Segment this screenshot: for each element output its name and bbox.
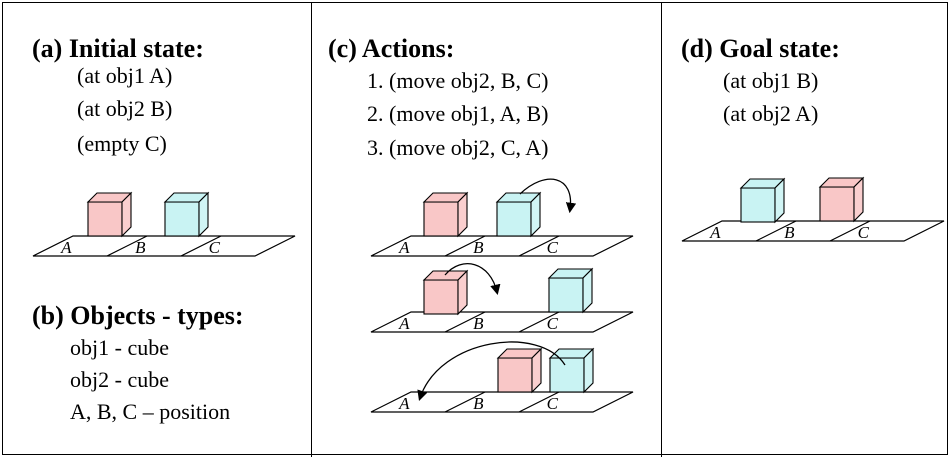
- panel-d-heading: (d) Goal state:: [681, 34, 840, 63]
- obj1-cube-step3: [496, 347, 543, 394]
- panel-b-line-1: obj1 - cube: [70, 335, 169, 360]
- position-label-c: C: [547, 394, 559, 413]
- position-label-b: B: [473, 238, 484, 257]
- obj2-cube-step3: [548, 347, 595, 394]
- position-label-a: A: [398, 238, 410, 257]
- position-label-b: B: [473, 314, 484, 333]
- panel-b-line-3: A, B, C – position: [70, 399, 231, 424]
- divider-1: [311, 2, 312, 457]
- panel-d-line-2: (at obj2 A): [723, 101, 819, 126]
- obj2-cube-goal: [739, 177, 786, 224]
- obj1-cube-step1: [422, 191, 469, 238]
- position-label-c: C: [547, 314, 559, 333]
- panel-c-line-2: 2. (move obj1, A, B): [367, 101, 549, 126]
- panel-c-line-3: 3. (move obj2, C, A): [367, 135, 549, 160]
- action2-track: A B C: [370, 311, 634, 333]
- action1-track: A B C: [370, 235, 634, 257]
- obj1-cube-goal: [818, 176, 865, 223]
- panel-c-heading: (c) Actions:: [328, 34, 455, 63]
- panel-a-line-2: (at obj2 B): [77, 96, 173, 121]
- move-arrow-step2: [444, 263, 501, 296]
- obj2-cube-step2: [547, 267, 594, 314]
- obj1-cube-step2: [422, 269, 469, 316]
- obj2-cube-initial: [163, 191, 210, 238]
- goal-state-track: A B C: [681, 220, 945, 242]
- initial-state-track: A B C: [32, 235, 296, 257]
- position-label-c: C: [547, 238, 559, 257]
- divider-2: [661, 2, 662, 457]
- panel-b-heading: (b) Objects - types:: [32, 301, 244, 330]
- panel-c-line-1: 1. (move obj2, B, C): [367, 68, 549, 93]
- panel-b-line-2: obj2 - cube: [70, 367, 169, 392]
- position-label-a: A: [398, 314, 410, 333]
- panel-a-heading: (a) Initial state:: [32, 34, 204, 63]
- position-label-b: B: [784, 223, 795, 242]
- obj1-cube-initial: [86, 191, 133, 238]
- panel-d-line-1: (at obj1 B): [723, 68, 819, 93]
- position-label-a: A: [398, 394, 410, 413]
- position-label-c: C: [209, 238, 221, 257]
- position-label-c: C: [858, 223, 870, 242]
- panel-a-line-3: (empty C): [77, 131, 167, 156]
- obj2-cube-step1: [495, 191, 542, 238]
- position-label-b: B: [473, 394, 484, 413]
- action3-track: A B C: [370, 391, 634, 413]
- position-label-a: A: [709, 223, 721, 242]
- panel-a-line-1: (at obj1 A): [77, 63, 173, 88]
- position-label-b: B: [135, 238, 146, 257]
- position-label-a: A: [60, 238, 72, 257]
- move-arrow-step3: [417, 341, 566, 401]
- move-arrow-step1: [519, 178, 577, 214]
